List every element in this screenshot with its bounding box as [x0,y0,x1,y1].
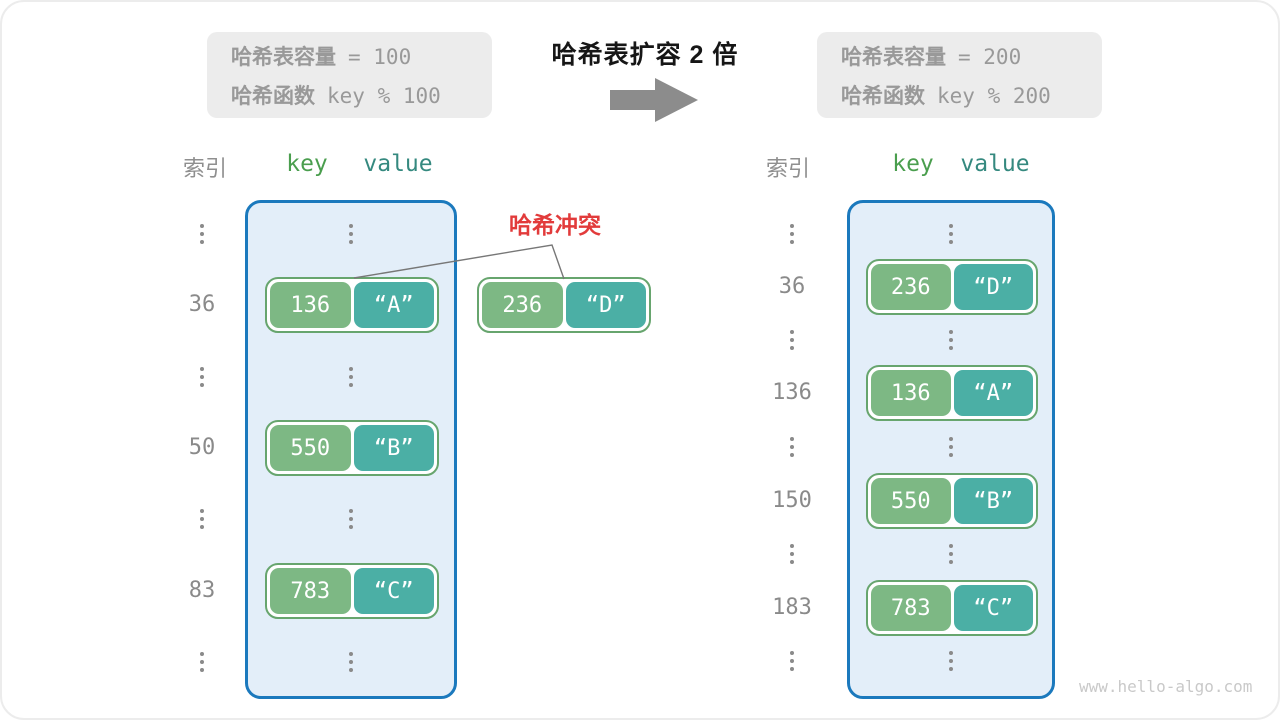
ellipsis-dots [790,330,794,350]
hash-function-value: key % 100 [327,83,441,108]
capacity-line: 哈希表容量 = 200 [841,41,1102,71]
ellipsis-dots [200,224,204,244]
value-cell: “C” [953,585,1033,631]
key-cell: 236 [871,264,951,310]
hash-function-line: 哈希函数 key % 200 [841,80,1102,110]
pair-row: 550 “B” [866,473,1038,529]
pair-row: 550 “B” [265,420,439,476]
ellipsis-dots [349,652,353,672]
ellipsis-dots [349,509,353,529]
value-cell: “A” [353,282,434,328]
ellipsis-dots [200,652,204,672]
index-label: 183 [772,595,812,620]
capacity-value: = 200 [958,44,1022,69]
ellipsis-dots [949,224,953,244]
capacity-label: 哈希表容量 [841,45,946,69]
ellipsis-dots [949,544,953,564]
value-cell: “B” [953,478,1033,524]
value-cell: “C” [353,568,434,614]
ellipsis-dots [200,509,204,529]
key-header-left: key [286,151,328,177]
hash-function-label: 哈希函数 [231,84,315,108]
ellipsis-dots [790,437,794,457]
key-cell: 550 [871,478,951,524]
index-header-left: 索引 [182,156,227,181]
index-label: 36 [778,274,806,299]
index-label: 150 [772,488,812,513]
ellipsis-dots [349,367,353,387]
watermark: www.hello-algo.com [1079,677,1253,696]
pair-row: 783 “C” [866,580,1038,636]
ellipsis-dots [200,367,204,387]
index-label: 50 [188,435,216,460]
ellipsis-dots [949,437,953,457]
ellipsis-dots [349,224,353,244]
hash-function-value: key % 200 [937,83,1051,108]
pair-row: 136 “A” [265,277,439,333]
value-cell: “D” [953,264,1033,310]
capacity-label: 哈希表容量 [231,45,336,69]
value-cell: “B” [353,425,434,471]
key-cell: 550 [270,425,351,471]
key-cell: 236 [482,282,563,328]
index-label: 136 [772,380,812,405]
value-cell: “A” [953,370,1033,416]
capacity-box-after: 哈希表容量 = 200 哈希函数 key % 200 [817,32,1102,118]
value-header-right: value [960,151,1030,177]
collision-label: 哈希冲突 [509,212,601,238]
pair-row: 236 “D” [866,259,1038,315]
capacity-box-before: 哈希表容量 = 100 哈希函数 key % 100 [207,32,492,118]
capacity-value: = 100 [348,44,412,69]
ellipsis-dots [790,224,794,244]
pair-row: 783 “C” [265,563,439,619]
key-cell: 136 [871,370,951,416]
hash-function-label: 哈希函数 [841,84,925,108]
index-label: 83 [188,578,216,603]
ellipsis-dots [790,544,794,564]
key-header-right: key [892,151,934,177]
value-cell: “D” [565,282,646,328]
index-header-right: 索引 [765,156,810,181]
ellipsis-dots [949,651,953,671]
ellipsis-dots [790,651,794,671]
key-cell: 136 [270,282,351,328]
value-header-left: value [363,151,433,177]
expand-title: 哈希表扩容 2 倍 [551,41,739,69]
key-cell: 783 [270,568,351,614]
ellipsis-dots [949,330,953,350]
key-cell: 783 [871,585,951,631]
index-label: 36 [188,292,216,317]
hash-function-line: 哈希函数 key % 100 [231,80,492,110]
collision-pair-row: 236 “D” [477,277,651,333]
pair-row: 136 “A” [866,365,1038,421]
expand-arrow-icon [610,78,698,122]
capacity-line: 哈希表容量 = 100 [231,41,492,71]
